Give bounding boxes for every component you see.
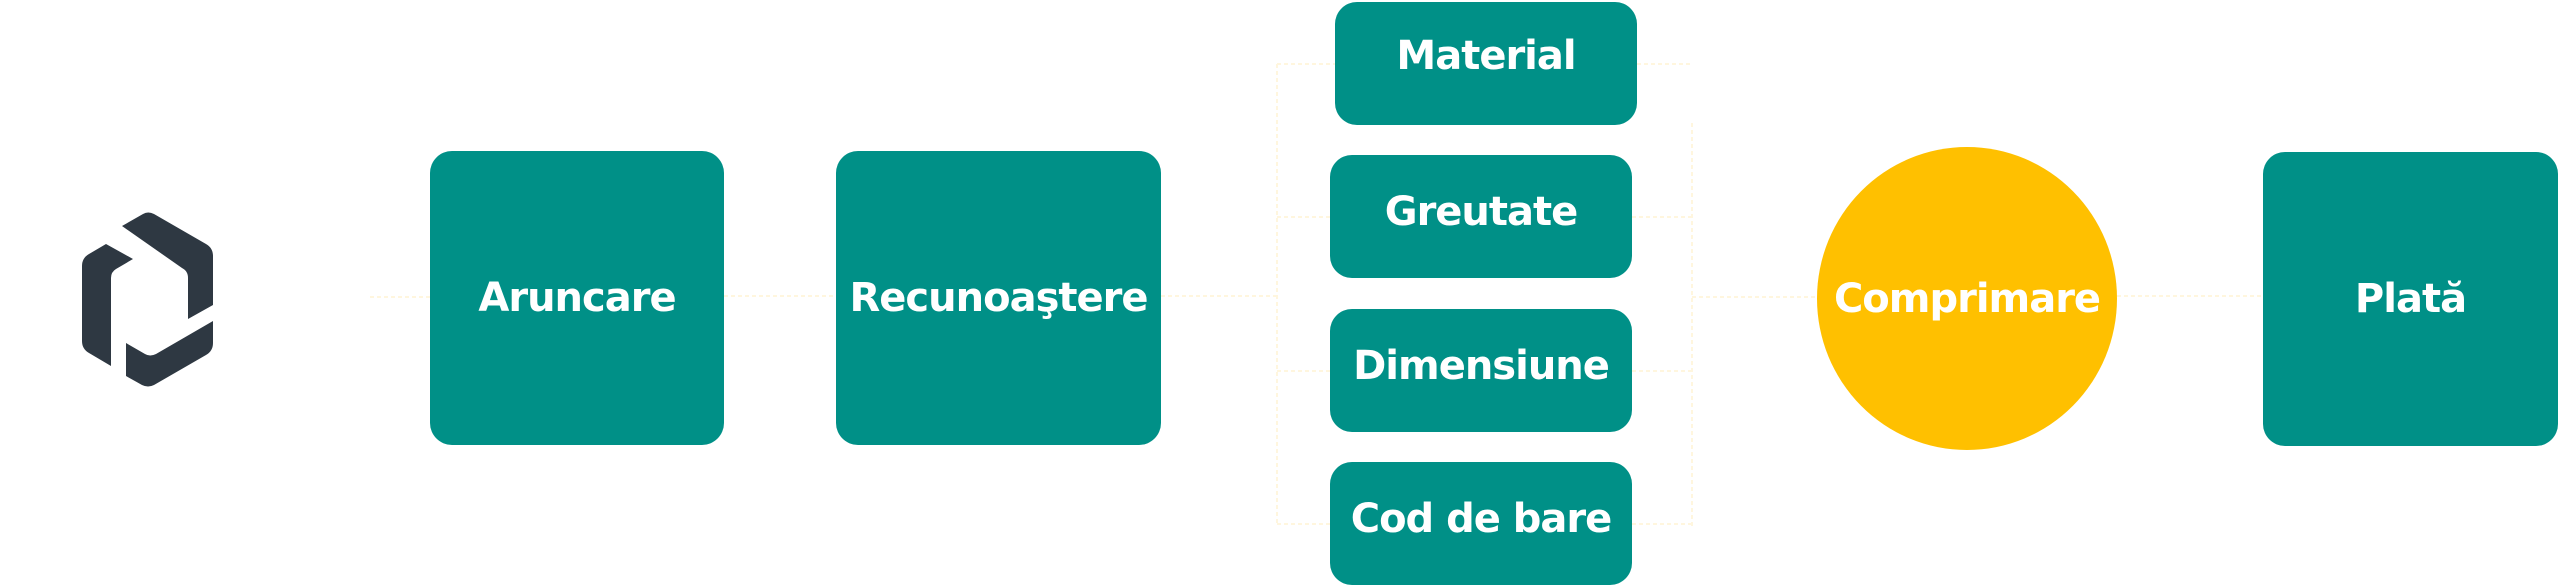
criterion-label: Dimensiune bbox=[1353, 342, 1610, 389]
step-label: Plată bbox=[2354, 276, 2467, 322]
criterion-greutate: Greutate bbox=[1330, 155, 1632, 278]
step-aruncare: Aruncare bbox=[430, 151, 724, 445]
criterion-label: Cod de bare bbox=[1350, 495, 1613, 542]
logo-left-piece bbox=[82, 244, 133, 366]
criterion-dimensiune: Dimensiune bbox=[1330, 309, 1632, 432]
logo-bottom-piece bbox=[126, 321, 213, 387]
step-label: Comprimare bbox=[1833, 275, 2101, 322]
logo-top-right-piece bbox=[122, 212, 213, 319]
step-recunoastere: Recunoaştere bbox=[836, 151, 1161, 445]
step-plata: Plată bbox=[2263, 152, 2558, 446]
hexagon-logo-icon bbox=[82, 212, 213, 387]
criterion-material: Material bbox=[1335, 2, 1637, 125]
criterion-cod-de-bare: Cod de bare bbox=[1330, 462, 1632, 585]
step-label: Recunoaştere bbox=[849, 275, 1149, 321]
step-comprimare: Comprimare bbox=[1817, 147, 2117, 450]
step-label: Aruncare bbox=[478, 275, 676, 321]
criterion-label: Material bbox=[1396, 32, 1576, 79]
criterion-label: Greutate bbox=[1384, 188, 1579, 235]
